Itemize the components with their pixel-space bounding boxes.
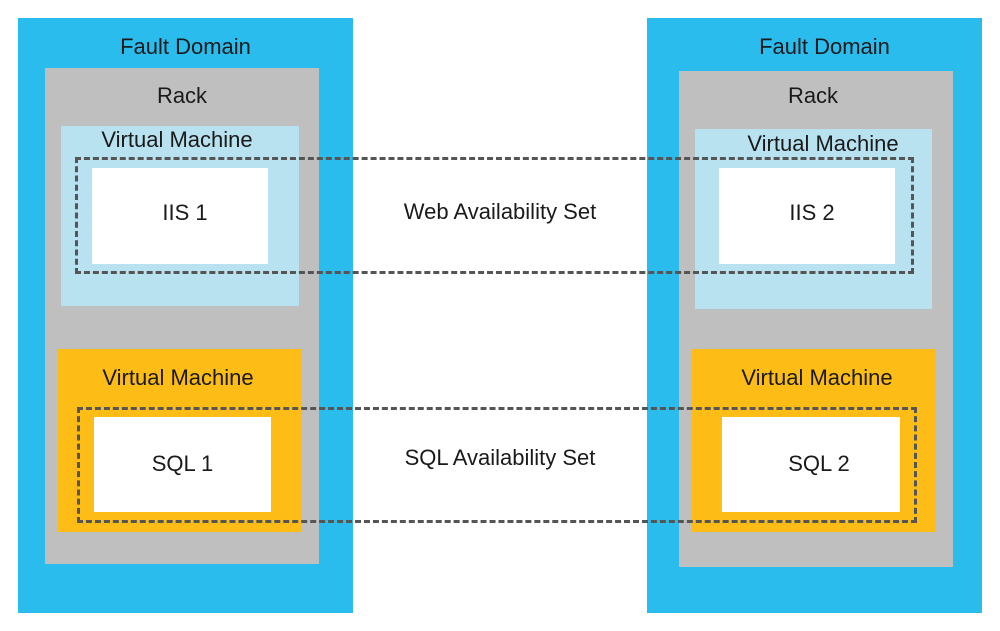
sql-vm-left-label: Virtual Machine [102,365,254,390]
web-availability-set-outline [75,157,914,274]
server-iis-1 [92,168,268,264]
server-iis-2-label: IIS 2 [789,200,835,225]
sql-availability-set-outline [77,407,917,523]
server-sql-1-label: SQL 1 [151,451,214,476]
fault-domain-left-label: Fault Domain [120,34,251,59]
web-vm-right-label: Virtual Machine [747,131,899,156]
rack-left-label: Rack [156,83,208,108]
server-sql-2-label: SQL 2 [788,451,850,476]
web-availability-set-label: Web Availability Set [403,199,597,224]
rack-right-label: Rack [787,83,839,108]
web-vm-left-label: Virtual Machine [101,127,253,152]
sql-vm-right-label: Virtual Machine [741,365,893,390]
server-sql-2 [722,417,900,512]
server-iis-2 [719,168,895,264]
fault-domain-right-label: Fault Domain [759,34,890,59]
server-sql-1 [94,417,271,512]
server-iis-1-label: IIS 1 [162,200,208,225]
sql-availability-set-label: SQL Availability Set [404,445,596,470]
